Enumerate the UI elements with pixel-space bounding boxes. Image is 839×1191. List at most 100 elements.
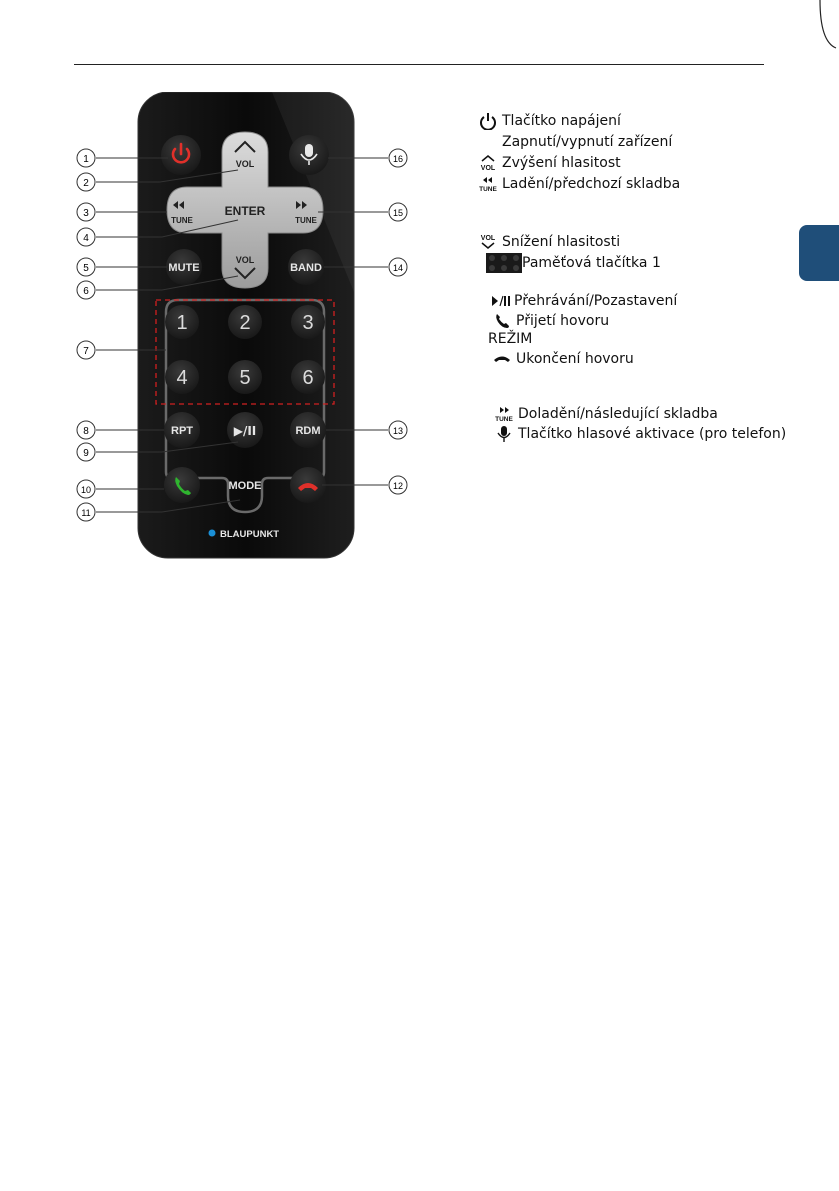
legend-play-pause: Přehrávání/Pozastavení	[490, 292, 677, 310]
legend-answer: Přijetí hovoru	[492, 312, 609, 330]
svg-text:5: 5	[83, 263, 89, 274]
legend-voice: Tlačítko hlasové aktivace (pro telefon)	[494, 425, 786, 443]
svg-text:1: 1	[83, 154, 89, 165]
svg-text:TUNE: TUNE	[495, 416, 513, 423]
legend-vol-down: VOL Snížení hlasitosti	[478, 233, 620, 251]
callout-12: 12	[388, 475, 408, 495]
band-button[interactable]: BAND	[288, 249, 324, 285]
tune-next-button[interactable]: TUNE	[295, 201, 318, 225]
svg-text:4: 4	[83, 233, 89, 244]
legend-mode-text: REŽIM	[488, 331, 533, 347]
tune-prev-icon: TUNE	[478, 175, 500, 193]
legend-vol-up: VOL Zvýšení hlasitost	[478, 154, 621, 172]
memory-key-6[interactable]: 6	[291, 360, 325, 394]
rewind-icon	[173, 201, 184, 209]
legend-power: Tlačítko napájení	[478, 112, 621, 130]
power-button[interactable]	[161, 135, 201, 175]
vol-down-label: VOL	[236, 255, 255, 265]
svg-text:14: 14	[393, 263, 403, 273]
legend-power-sub-text: Zapnutí/vypnutí zařízení	[502, 134, 673, 150]
svg-text:12: 12	[393, 481, 403, 491]
language-side-tab	[799, 225, 839, 281]
svg-text:3: 3	[83, 208, 89, 219]
mute-button[interactable]: MUTE	[166, 249, 202, 285]
phone-hangup-icon	[298, 483, 318, 491]
svg-text:16: 16	[393, 154, 403, 164]
callout-lines	[96, 157, 388, 513]
memory-keys-highlight	[155, 299, 335, 405]
legend-hangup: Ukončení hovoru	[492, 350, 634, 368]
svg-text:15: 15	[393, 208, 403, 218]
tune-prev-button[interactable]: TUNE	[171, 201, 194, 225]
phone-answer-icon	[492, 312, 514, 330]
memory-key-4[interactable]: 4	[165, 360, 199, 394]
memory-key-3-label: 3	[302, 312, 313, 334]
legend-power-text: Tlačítko napájení	[502, 113, 621, 129]
tune-next-icon: TUNE	[494, 405, 516, 423]
band-label: BAND	[290, 262, 322, 274]
svg-text:2: 2	[83, 178, 89, 189]
memory-keys-icon	[486, 253, 522, 273]
tune-next-label: TUNE	[295, 216, 317, 225]
callout-1: 1	[76, 148, 96, 168]
legend-answer-text: Přijetí hovoru	[516, 313, 610, 329]
legend-play-pause-text: Přehrávání/Pozastavení	[514, 293, 678, 309]
play-pause-button[interactable]: ▶/II	[227, 412, 263, 448]
memory-key-4-label: 4	[176, 367, 187, 389]
header-rule	[74, 64, 764, 65]
vol-up-icon: VOL	[478, 154, 500, 172]
memory-key-3[interactable]: 3	[291, 305, 325, 339]
power-icon	[171, 142, 191, 164]
memory-key-1[interactable]: 1	[165, 305, 199, 339]
svg-text:VOL: VOL	[481, 165, 496, 172]
memory-key-6-label: 6	[302, 367, 313, 389]
microphone-icon	[494, 425, 516, 443]
callout-5: 5	[76, 257, 96, 277]
call-end-button[interactable]	[290, 467, 326, 503]
memory-key-2-label: 2	[239, 312, 250, 334]
voice-button[interactable]	[289, 135, 329, 175]
callout-13: 13	[388, 420, 408, 440]
callout-8: 8	[76, 420, 96, 440]
svg-text:11: 11	[81, 508, 90, 518]
enter-button[interactable]: ENTER	[225, 204, 266, 218]
callout-9: 9	[76, 442, 96, 462]
memory-key-2[interactable]: 2	[228, 305, 262, 339]
callout-11: 11	[76, 502, 96, 522]
button-legend-lower: TUNE Doladění/následující skladba Tlačít…	[478, 405, 818, 455]
directional-pad	[166, 131, 324, 289]
mode-label: MODE	[229, 480, 262, 492]
power-icon	[478, 112, 500, 130]
play-pause-icon	[490, 292, 512, 310]
svg-text:8: 8	[83, 426, 89, 437]
rpt-button[interactable]: RPT	[164, 412, 200, 448]
svg-text:VOL: VOL	[481, 235, 496, 242]
phone-answer-icon	[175, 477, 191, 495]
brand-name: BLAUPUNKT	[220, 529, 279, 540]
callout-14: 14	[388, 257, 408, 277]
legend-memory: Paměťová tlačítka 1	[486, 253, 661, 273]
tune-prev-label: TUNE	[171, 216, 193, 225]
brand-logo: BLAUPUNKT	[208, 529, 279, 540]
vol-up-label: VOL	[236, 159, 255, 169]
fast-forward-icon	[296, 201, 307, 209]
callout-2: 2	[76, 172, 96, 192]
vol-down-button[interactable]: VOL	[234, 255, 256, 280]
vol-down-icon: VOL	[478, 233, 500, 251]
call-answer-button[interactable]	[164, 467, 200, 503]
svg-text:6: 6	[83, 286, 89, 297]
vol-up-button[interactable]: VOL	[234, 140, 256, 169]
button-legend: Tlačítko napájení Zapnutí/vypnutí zaříze…	[478, 110, 818, 380]
page-corner-curve	[819, 0, 837, 49]
svg-text:10: 10	[81, 485, 91, 495]
enter-label: ENTER	[225, 204, 266, 218]
callout-4: 4	[76, 227, 96, 247]
play-pause-label: ▶/II	[234, 424, 257, 438]
memory-key-5[interactable]: 5	[228, 360, 262, 394]
rdm-button[interactable]: RDM	[290, 412, 326, 448]
legend-tune-next: TUNE Doladění/následující skladba	[494, 405, 718, 423]
mode-button[interactable]: MODE	[229, 480, 262, 492]
callout-6: 6	[76, 280, 96, 300]
rpt-label: RPT	[171, 425, 193, 437]
legend-voice-text: Tlačítko hlasové aktivace (pro telefon)	[518, 426, 787, 442]
